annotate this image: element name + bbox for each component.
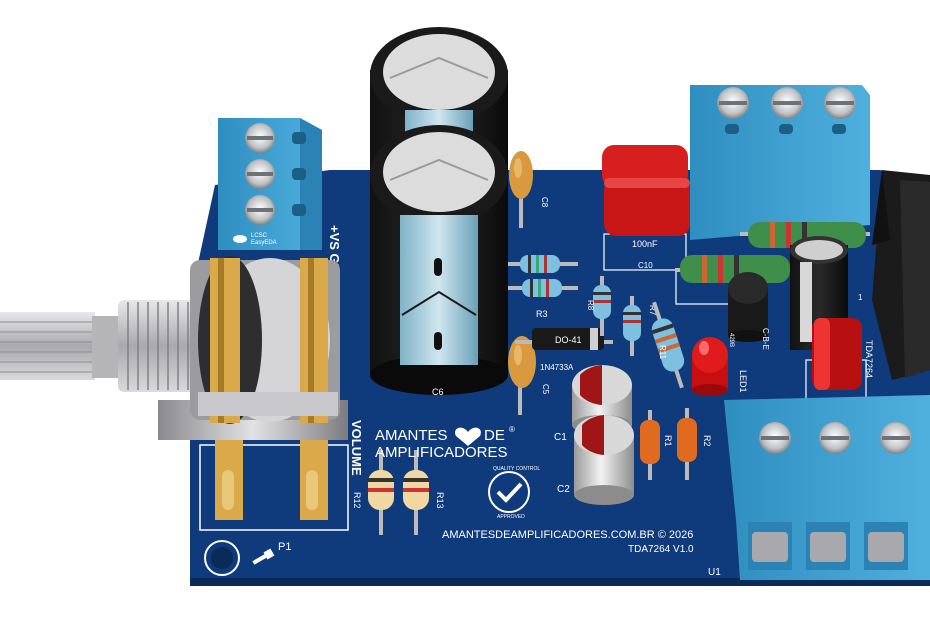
website-text: AMANTESDEAMPLIFICADORES.COM.BR © 2026 [442,529,693,541]
transistor-pin-label: C-B-E [761,328,770,350]
r3-label: R3 [536,309,548,319]
cloud-logo-icon [233,235,247,243]
capacitor-c5[interactable] [508,336,536,415]
c1-label: C1 [554,432,567,443]
speaker-terminal-block-top[interactable] [690,85,870,240]
led1-label: LED1 [738,370,748,393]
brand-registered: ® [509,425,515,434]
resistor-r12[interactable] [368,450,394,535]
power-resistor-lower[interactable] [675,255,795,283]
diode-part-label: 1N4733A [540,363,574,372]
resistor-r11[interactable] [644,299,693,391]
c10-label: C10 [638,261,653,270]
transistor-code: 429B [728,333,734,347]
resistor-r13[interactable] [403,450,429,535]
film-capacitor-c10[interactable]: 100nF [602,145,690,249]
seal-top-text: QUALITY CONTROL [493,466,540,472]
terminal-screw-icon [717,87,856,119]
c8-label: C8 [540,197,549,208]
volume-label: VOLUME [349,420,364,476]
c5-label: C5 [541,384,550,395]
screwdriver-icon [252,548,275,565]
resistor-r7[interactable] [623,296,641,356]
r7-label: R7 [648,305,657,316]
diode-marking: DO-41 [555,335,582,345]
capacitor-c2[interactable] [574,415,634,505]
c6-label: C6 [432,387,444,397]
resistor-r2[interactable] [677,408,697,480]
transistor[interactable] [728,272,768,342]
connector-logo-line1: LCSC [251,233,268,239]
ic-tda7264[interactable] [872,170,930,380]
brand-line2: AMPLIFICADORES [375,444,508,461]
ic-label: TDA7264 [864,340,874,378]
capacitor-c6[interactable] [370,27,508,395]
pot-shaft[interactable] [0,312,95,380]
heart-icon [455,427,481,446]
r2-label: R2 [702,435,712,447]
terminal-screw-icon [245,123,275,225]
led-1[interactable] [692,337,728,396]
seal-bottom-text: APPROVED [497,514,525,520]
u1-label: U1 [708,567,721,578]
mounting-hole-icon [204,540,240,576]
resistor-r1[interactable] [640,410,660,480]
capacitor-c8[interactable] [509,151,533,228]
diode-1n4733a[interactable]: DO-41 [515,328,613,350]
version-text: TDA7264 V1.0 [628,544,694,555]
film-capacitor-right[interactable] [812,318,862,390]
speaker-terminal-block-bottom[interactable] [724,395,930,580]
resistor-r3[interactable] [508,255,578,297]
quality-seal-icon [488,471,530,513]
ic-pin1-label: 1 [858,293,863,302]
r13-label: R13 [435,492,445,509]
p1-outline [199,444,349,531]
r11-label: R11 [658,345,667,360]
terminal-screw-icon [759,422,912,454]
c10-value: 100nF [632,239,658,249]
connector-logo-line2: EasyEDA [251,240,277,246]
r12-label: R12 [352,492,362,509]
c2-label: C2 [557,484,570,495]
power-terminal-block[interactable]: LCSC EasyEDA [218,118,322,250]
brand-line1: AMANTES [375,427,448,444]
p1-label: P1 [278,541,291,553]
r1-label: R1 [663,435,673,447]
brand-de: DE [484,427,505,444]
volume-potentiometer[interactable] [0,256,348,520]
resistor-r8[interactable] [593,276,611,336]
r8-label: R8 [586,300,595,311]
